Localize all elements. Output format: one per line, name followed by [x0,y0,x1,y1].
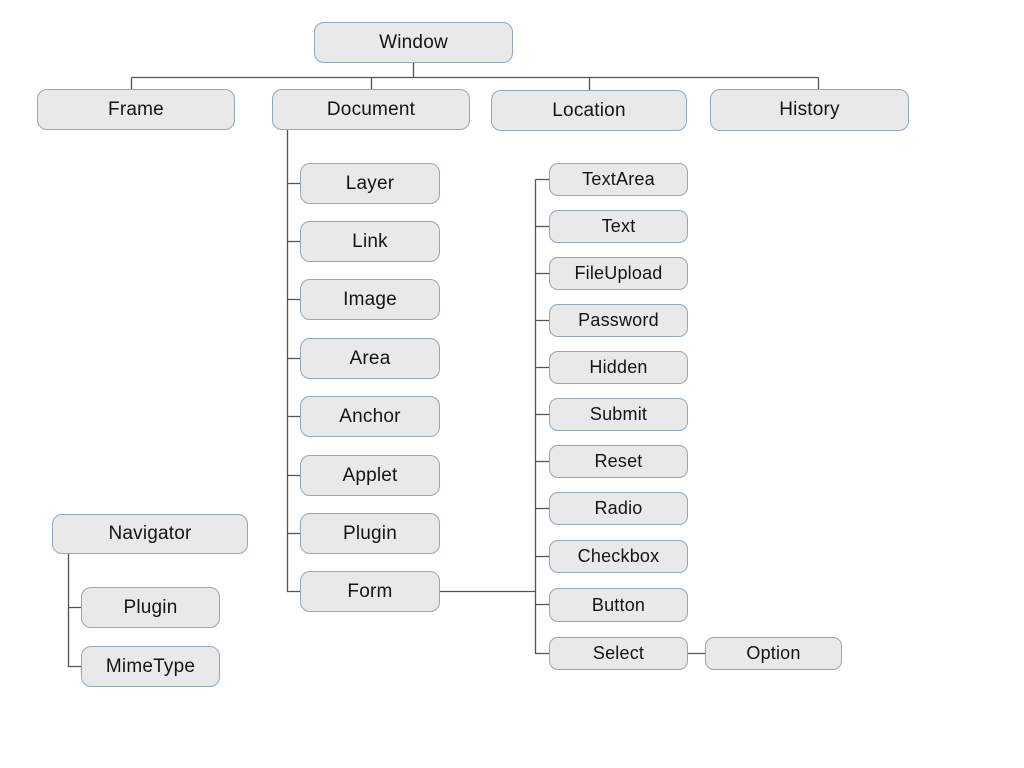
node-mimetype: MimeType [81,646,220,687]
node-option: Option [705,637,842,670]
node-submit: Submit [549,398,688,431]
node-radio: Radio [549,492,688,525]
edge-window-children [130,63,820,90]
node-link: Link [300,221,440,262]
node-text: Text [549,210,688,243]
node-image: Image [300,279,440,320]
node-plugin: Plugin [300,513,440,554]
node-reset: Reset [549,445,688,478]
node-password: Password [549,304,688,337]
node-navigator: Navigator [52,514,248,554]
edge-form-children [440,178,549,655]
node-applet: Applet [300,455,440,496]
node-navigator-plugin: Plugin [81,587,220,628]
edge-navigator-children [67,554,81,668]
node-fileupload: FileUpload [549,257,688,290]
node-hidden: Hidden [549,351,688,384]
node-area: Area [300,338,440,379]
node-history: History [710,89,909,131]
node-location: Location [491,90,687,131]
edge-document-children [286,130,300,593]
node-document: Document [272,89,470,130]
node-checkbox: Checkbox [549,540,688,573]
node-layer: Layer [300,163,440,204]
node-select: Select [549,637,688,670]
node-button: Button [549,588,688,622]
node-textarea: TextArea [549,163,688,196]
node-anchor: Anchor [300,396,440,437]
node-window: Window [314,22,513,63]
node-form: Form [300,571,440,612]
node-frame: Frame [37,89,235,130]
